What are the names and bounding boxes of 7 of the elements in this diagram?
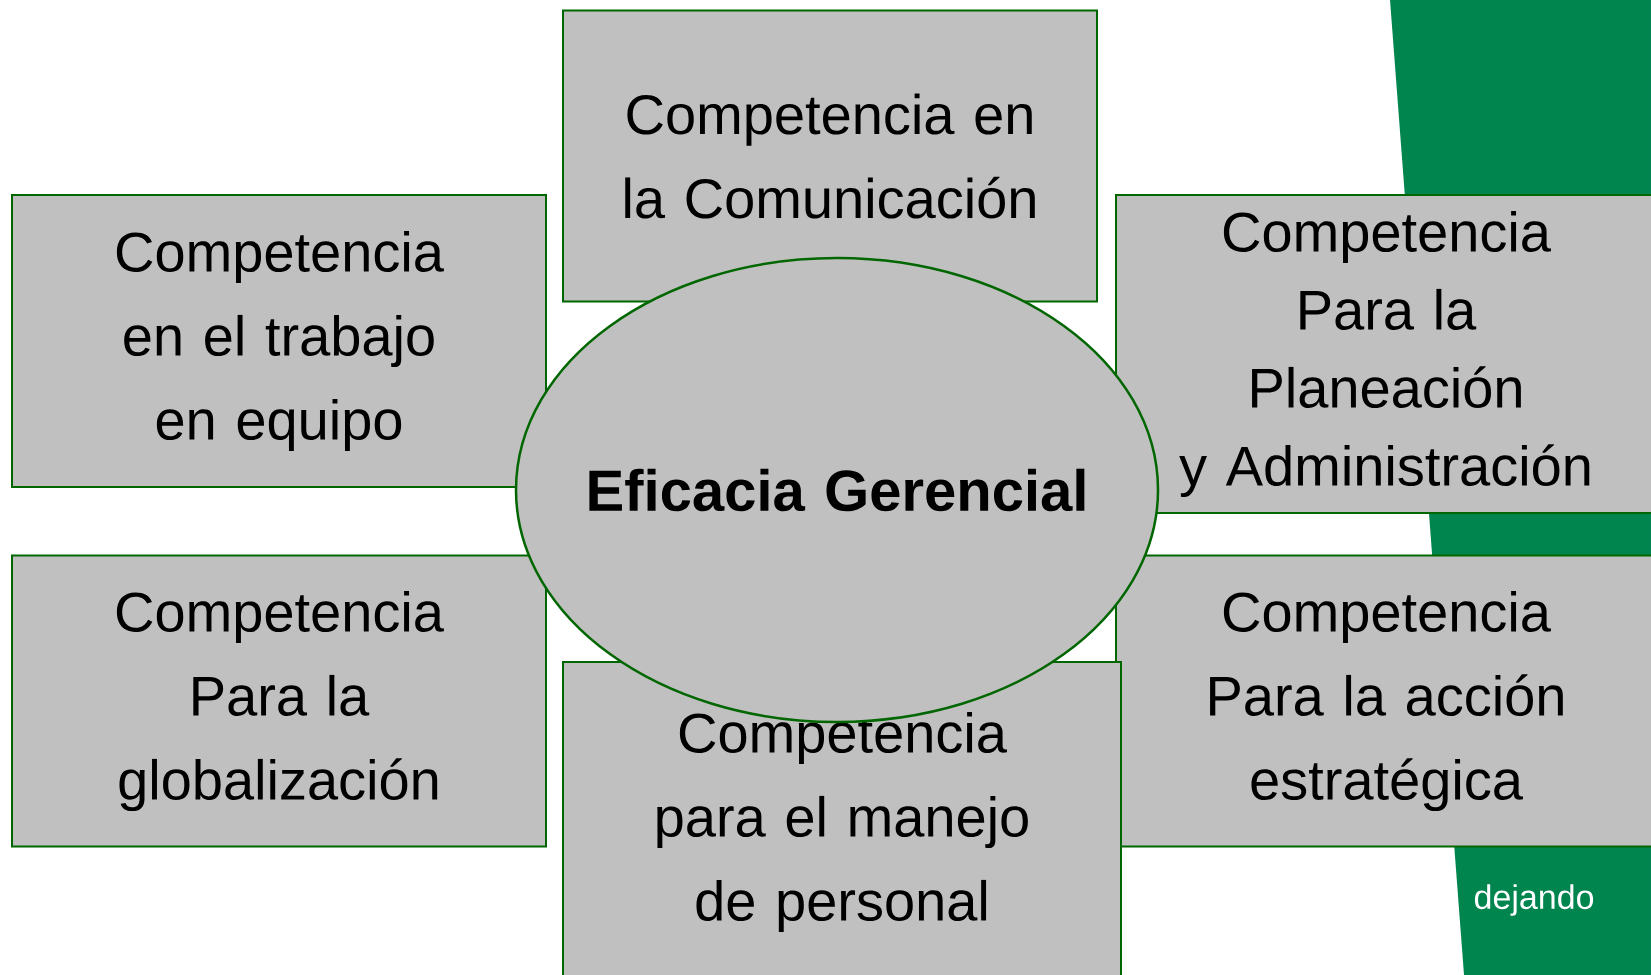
band-text: dejando <box>1475 884 1594 916</box>
competency-box: Competencia en la Comunicación <box>562 9 1098 303</box>
competency-box: Competencia Para la Planeación y Administración <box>1115 194 1651 514</box>
competency-box: Competencia en el trabajo en equipo <box>11 194 547 488</box>
competency-box: Competencia Para la globalización <box>11 554 547 848</box>
node-label: Competencia Para la acción estratégica <box>1210 590 1563 812</box>
competency-box: Competencia Para la acción estratégica <box>1115 554 1651 848</box>
